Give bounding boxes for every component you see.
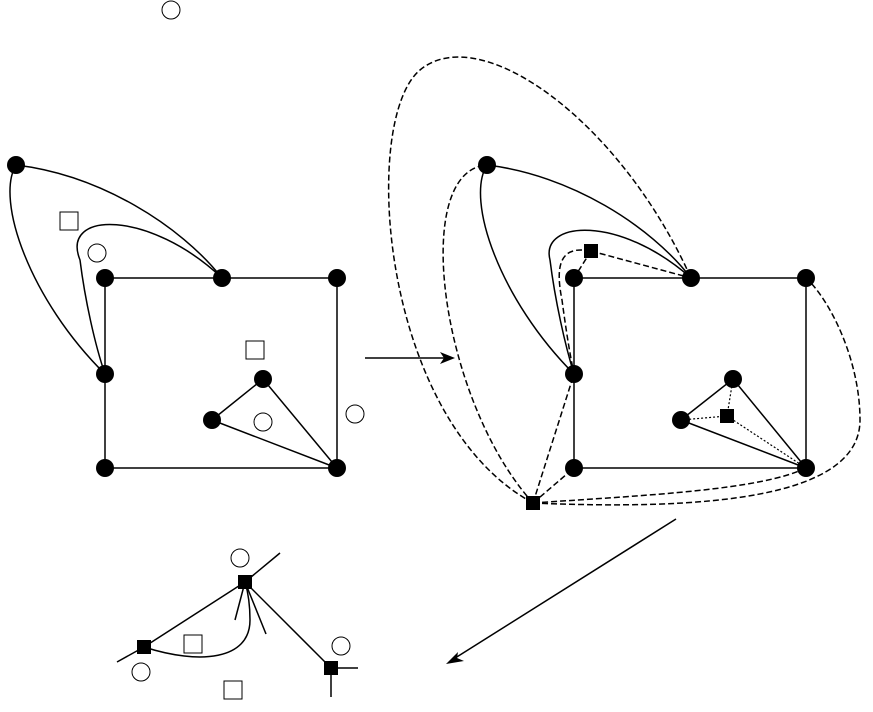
open-circle-marker [131,662,151,682]
face-vertex [238,575,252,589]
face-vertex [720,409,734,423]
vertex [724,370,742,388]
vertex [682,269,700,287]
arrow-head [446,652,464,664]
open-square-marker [245,340,265,360]
dashed-edge [590,250,692,279]
open-circle-marker [331,636,351,656]
open-square-marker [59,211,79,231]
curved-edge [486,164,692,279]
open-square-marker [223,680,243,700]
vertex [797,459,815,477]
open-circle-marker [161,0,181,20]
vertex [797,269,815,287]
vertex [213,269,231,287]
curved-edge [15,164,223,279]
vertex [96,459,114,477]
face-vertex [324,661,338,675]
dashed-edge [442,164,534,504]
vertex [254,370,272,388]
dashed-edge [387,56,692,504]
vertex [96,365,114,383]
open-circle-marker [345,404,365,424]
dashed-edge [532,373,575,504]
edge [262,378,338,469]
dashed-edge [558,249,592,375]
vertex [328,459,346,477]
edge [244,581,332,669]
curved-edge [143,581,251,658]
arrow-head [440,352,455,364]
dashed-edge [532,277,861,506]
arrow-right [365,352,455,364]
panel-input-graph [7,0,365,477]
panel-local-configuration [116,548,358,700]
vertex [7,156,25,174]
edge [680,419,807,469]
edge [211,419,338,469]
vertex [203,411,221,429]
edge [680,378,734,421]
face-vertex [137,640,151,654]
vertex [565,269,583,287]
vertex [96,269,114,287]
edge [244,581,267,635]
edge [143,581,246,648]
open-square-marker [183,634,203,654]
arrow-down-left [446,518,677,664]
curved-edge [548,229,692,375]
open-circle-marker [230,548,250,568]
edge [732,378,807,469]
vertex [672,411,690,429]
arrow-shaft [451,518,677,661]
face-vertex [526,496,540,510]
open-circle-marker [253,412,273,432]
vertex [478,156,496,174]
vertex [565,459,583,477]
vertex [328,269,346,287]
open-circle-marker [87,243,107,263]
curved-edge [479,164,575,375]
curved-edge [9,164,106,375]
dashed-edge [532,467,807,504]
panel-augmented-graph [387,56,861,510]
edge [211,378,264,421]
vertex [565,365,583,383]
face-vertex [584,244,598,258]
curved-edge [76,223,223,375]
